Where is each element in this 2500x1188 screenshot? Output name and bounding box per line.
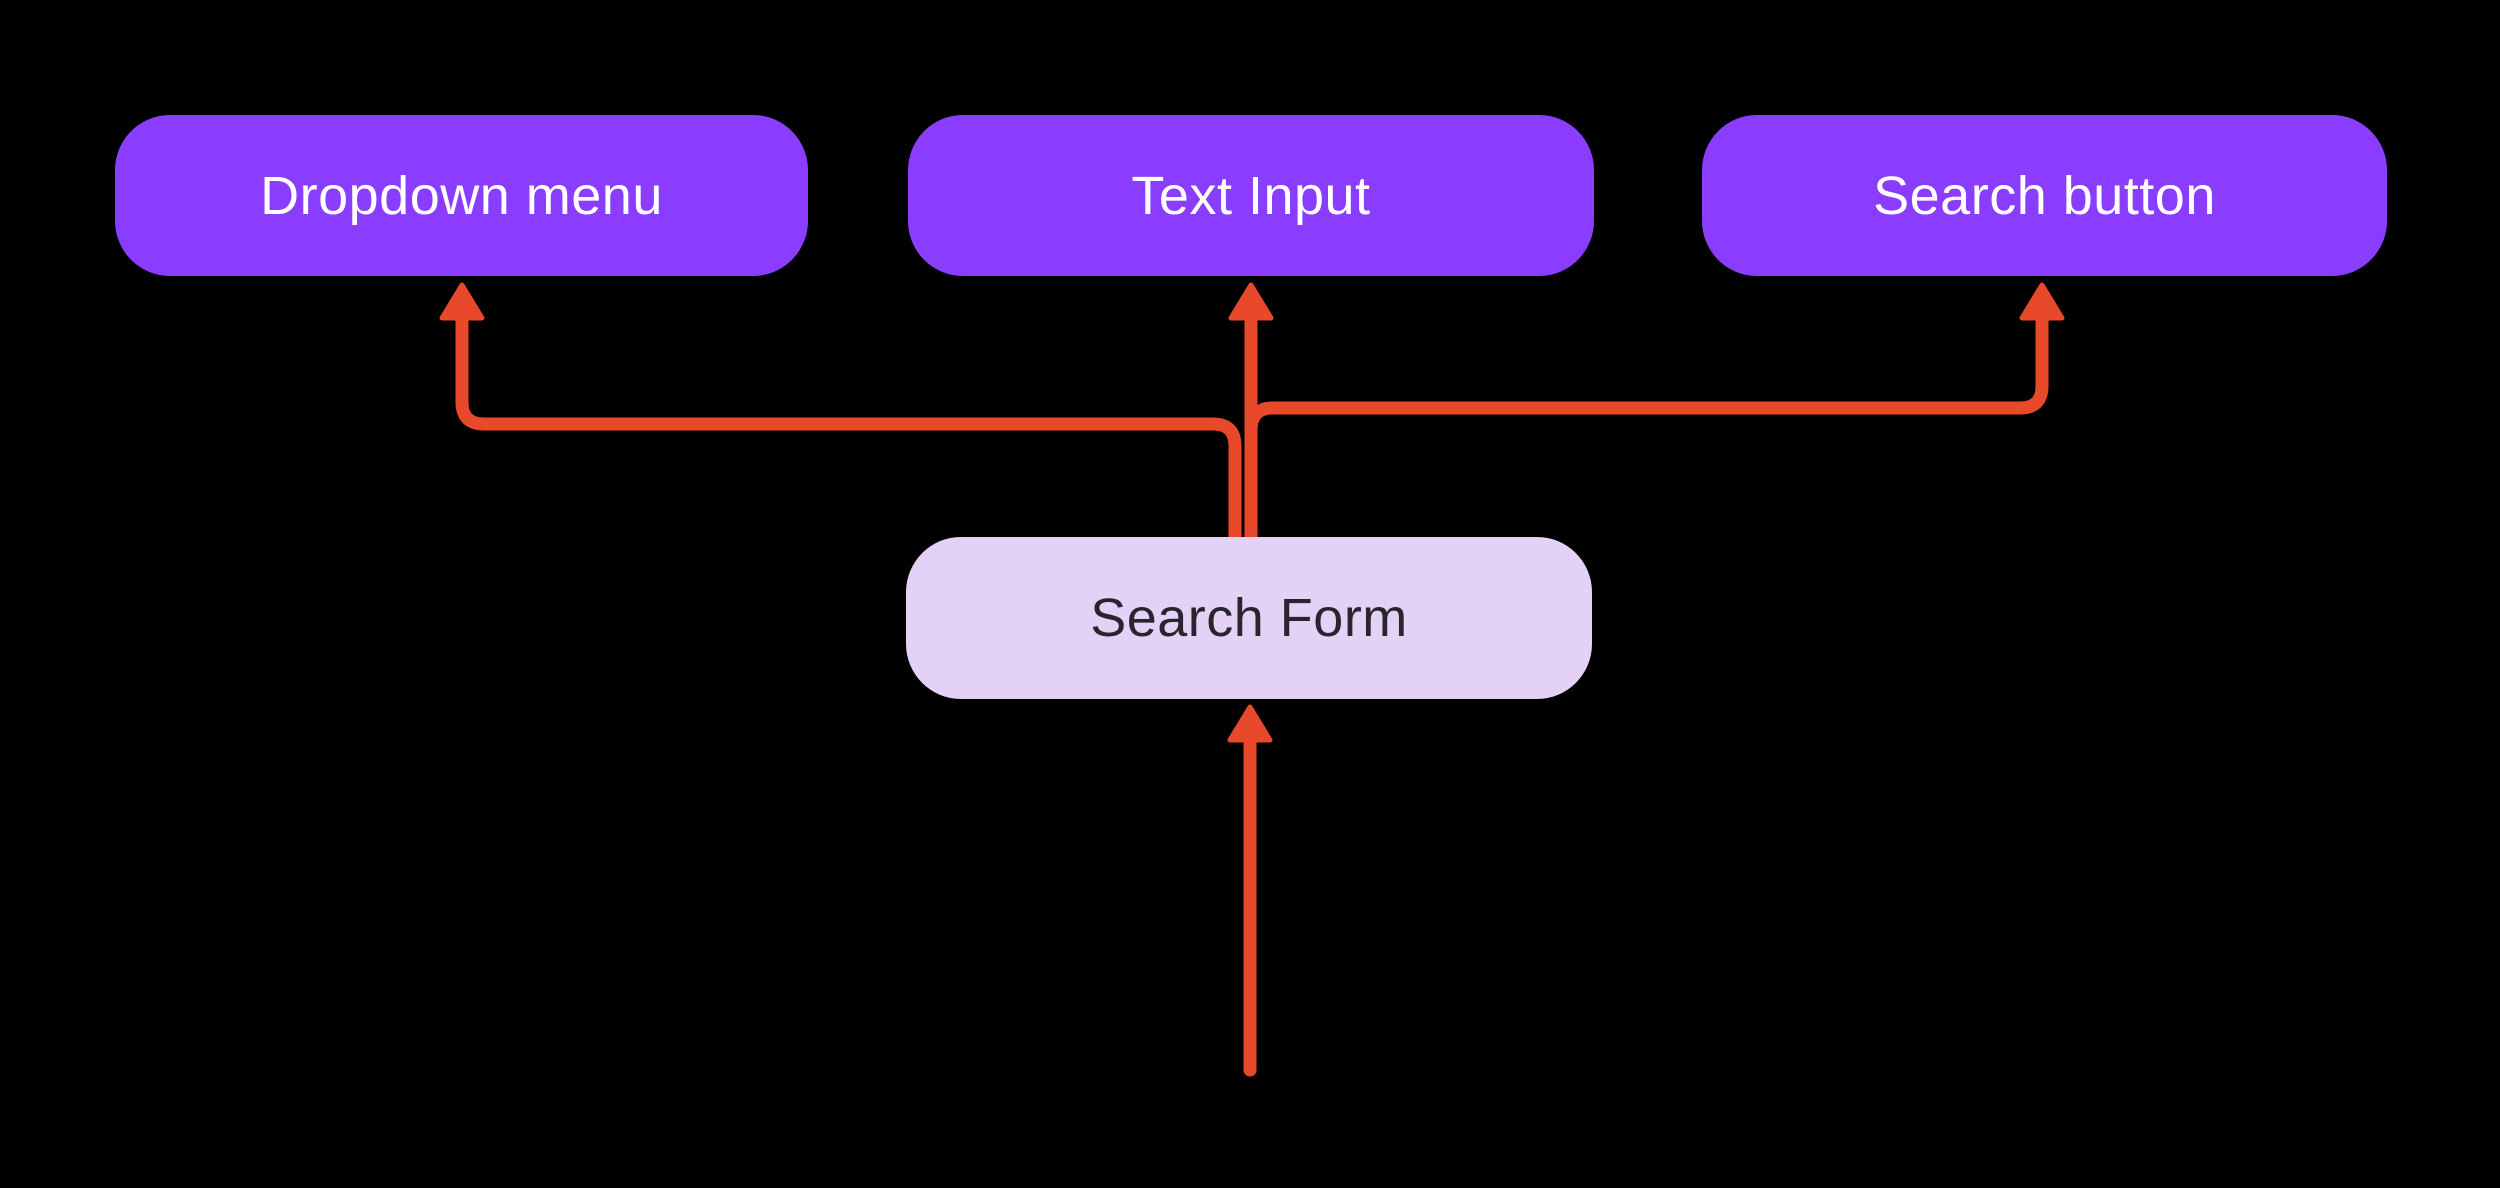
- arrowhead-textinput: [1228, 282, 1274, 321]
- node-dropdown-menu: Dropdown menu: [115, 115, 808, 276]
- node-text-input-label: Text Input: [1131, 165, 1371, 226]
- arrowhead-searchform: [1227, 704, 1273, 743]
- edge-searchform-to-searchbutton: [1244, 313, 2049, 549]
- node-dropdown-menu-label: Dropdown menu: [260, 165, 663, 226]
- node-text-input: Text Input: [908, 115, 1594, 276]
- node-search-form: Search Form: [906, 537, 1592, 699]
- arrowhead-dropdown: [439, 282, 485, 321]
- node-search-form-label: Search Form: [1090, 588, 1408, 648]
- node-search-button: Search button: [1702, 115, 2387, 276]
- node-search-button-label: Search button: [1873, 165, 2216, 226]
- edge-searchform-to-dropdown: [455, 313, 1242, 549]
- arrowhead-searchbutton: [2019, 282, 2065, 321]
